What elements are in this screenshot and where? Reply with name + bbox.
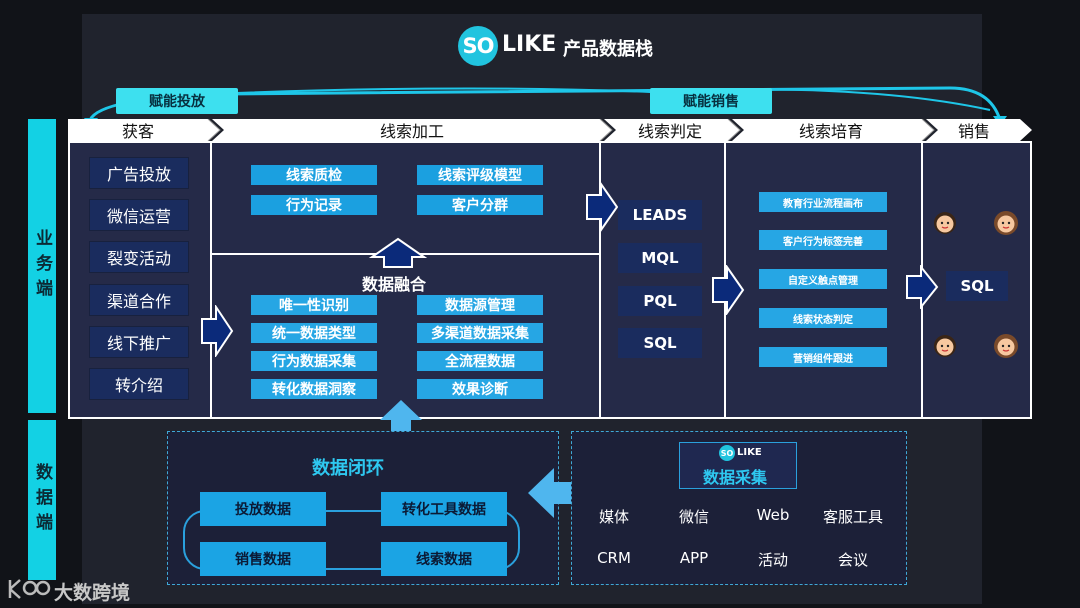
fusion-item: 多渠道数据采集 — [417, 323, 543, 343]
stage-process: 线索加工 — [379, 122, 444, 141]
loop-track — [183, 510, 520, 570]
loop-item: 线索数据 — [381, 542, 507, 576]
stage-chevron-bar — [68, 119, 1032, 141]
process-item: 线索质检 — [251, 165, 377, 185]
acquire-item: 裂变活动 — [89, 241, 189, 273]
fusion-item: 效果诊断 — [417, 379, 543, 399]
collect-title: 数据采集 — [703, 468, 768, 487]
acquire-item: 转介绍 — [89, 368, 189, 400]
logo-so-text: SO — [462, 34, 495, 58]
nurture-item: 教育行业流程画布 — [759, 192, 887, 212]
source-item: 媒体 — [598, 508, 629, 526]
arrow-right-icon — [201, 305, 234, 357]
acquire-item: 线下推广 — [89, 326, 189, 358]
judge-stage: SQL — [618, 328, 702, 358]
judge-stage: PQL — [618, 286, 702, 316]
source-item: 会议 — [837, 551, 868, 569]
solike-logo-icon: SO — [458, 26, 498, 66]
arrow-right-icon — [586, 182, 619, 232]
person-avatar-icon — [934, 212, 956, 234]
data-side-label: 数据端 — [28, 420, 56, 580]
acquire-item: 渠道合作 — [89, 284, 189, 316]
collect-header — [679, 442, 797, 489]
stage-sales: 销售 — [957, 122, 990, 141]
source-item: APP — [679, 549, 709, 567]
judge-stage: LEADS — [618, 200, 702, 230]
process-item: 行为记录 — [251, 195, 377, 215]
divider — [599, 141, 601, 419]
business-side-text: 业务端 — [32, 228, 52, 304]
fusion-item: 唯一性识别 — [251, 295, 377, 315]
data-side-text: 数据端 — [32, 462, 52, 538]
nurture-item: 营销组件跟进 — [759, 347, 887, 367]
person-avatar-icon — [934, 335, 956, 357]
stage-judge: 线索判定 — [637, 122, 702, 141]
arrow-up-icon — [380, 400, 422, 440]
loop-item: 投放数据 — [200, 492, 326, 526]
source-item: 客服工具 — [822, 508, 883, 526]
stage-acquire: 获客 — [121, 122, 154, 141]
collect-logo-so: SO — [720, 448, 734, 458]
page-title: 产品数据栈 — [563, 39, 653, 60]
nurture-item: 自定义触点管理 — [759, 269, 887, 289]
source-item: 微信 — [678, 508, 709, 526]
nurture-item: 客户行为标签完善 — [759, 230, 887, 250]
fusion-item: 转化数据洞察 — [251, 379, 377, 399]
divider — [210, 141, 212, 419]
solike-logo-icon: SO — [719, 445, 735, 461]
arrow-left-icon — [528, 468, 586, 518]
person-avatar-icon — [994, 211, 1018, 235]
data-loop-title: 数据闭环 — [312, 458, 384, 479]
fusion-title: 数据融合 — [362, 275, 427, 294]
source-item: CRM — [597, 549, 631, 567]
nurture-item: 线索状态判定 — [759, 308, 887, 328]
source-item: Web — [756, 506, 790, 524]
collect-logo-like: LIKE — [737, 447, 762, 458]
source-item: 活动 — [757, 551, 788, 569]
fusion-item: 全流程数据 — [417, 351, 543, 371]
sales-sql: SQL — [946, 271, 1008, 301]
loop-item: 销售数据 — [200, 542, 326, 576]
fusion-item: 行为数据采集 — [251, 351, 377, 371]
logo-like-text: LIKE — [502, 32, 557, 57]
process-item: 客户分群 — [417, 195, 543, 215]
tag-empower-sales: 赋能销售 — [650, 88, 772, 114]
watermark-text: 大数跨境 — [54, 582, 131, 604]
acquire-item: 广告投放 — [89, 157, 189, 189]
judge-stage: MQL — [618, 243, 702, 273]
tag-empower-ads: 赋能投放 — [116, 88, 238, 114]
loop-item: 转化工具数据 — [381, 492, 507, 526]
business-panel — [68, 141, 1032, 419]
arrow-right-icon — [906, 265, 939, 309]
process-item: 线索评级模型 — [417, 165, 543, 185]
stage-nurture: 线索培育 — [798, 122, 863, 141]
fusion-item: 数据源管理 — [417, 295, 543, 315]
business-side-label: 业务端 — [28, 119, 56, 413]
person-avatar-icon — [994, 334, 1018, 358]
arrow-up-icon — [368, 237, 428, 268]
watermark-logo-icon — [8, 579, 51, 599]
acquire-item: 微信运营 — [89, 199, 189, 231]
arrow-right-icon — [712, 265, 745, 315]
fusion-item: 统一数据类型 — [251, 323, 377, 343]
